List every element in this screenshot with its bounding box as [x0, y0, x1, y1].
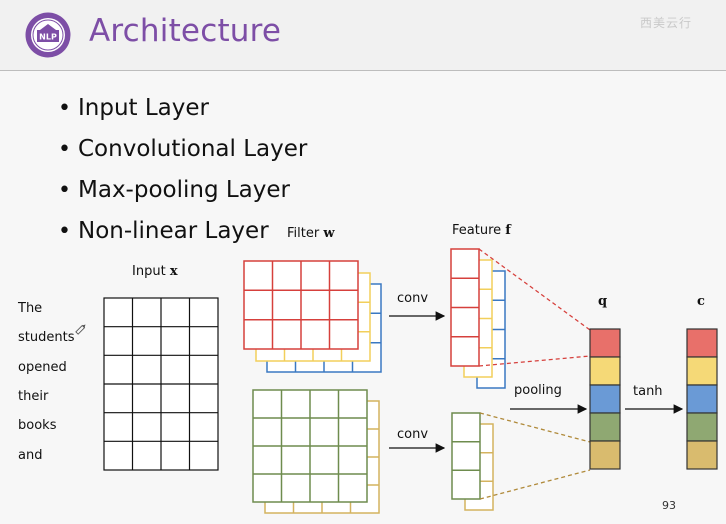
svg-text:NLP: NLP: [39, 33, 57, 42]
input-label: Input x: [132, 264, 178, 279]
filter-symbol: w: [323, 226, 335, 241]
q-symbol: q: [598, 294, 608, 309]
word-opened: opened: [18, 360, 67, 375]
feature-stack-top: [450, 248, 506, 389]
c-symbol: c: [697, 294, 705, 309]
q-cell-red: [589, 328, 621, 358]
word-their: their: [18, 389, 49, 404]
q-cell-blue: [589, 384, 621, 414]
q-cell-green: [589, 412, 621, 442]
pooling-label: pooling: [514, 383, 562, 398]
feature-symbol: f: [505, 223, 511, 238]
conv-label-bottom: conv: [397, 427, 429, 442]
input-matrix: [103, 297, 219, 471]
tanh-label: tanh: [633, 384, 663, 399]
c-label: c: [697, 294, 705, 309]
bullet-max-pooling-layer: Max-pooling Layer: [58, 170, 307, 211]
c-cell-tan: [686, 440, 718, 470]
bullet-non-linear-layer: Non-linear Layer: [58, 211, 307, 252]
bullet-convolutional-layer: Convolutional Layer: [58, 129, 307, 170]
q-vector: [589, 328, 621, 470]
word-the: The: [18, 301, 43, 316]
slide-title: Architecture: [89, 13, 282, 49]
pooling-connector-lines: [478, 248, 591, 500]
c-vector: [686, 328, 718, 470]
feature-label-text: Feature: [452, 223, 502, 238]
word-students: students: [18, 330, 75, 345]
filter-green-layer: [252, 389, 368, 503]
filter-label-text: Filter: [287, 226, 320, 241]
bullet-input-layer: Input Layer: [58, 88, 307, 129]
filter-red-layer: [243, 260, 359, 350]
c-cell-red: [686, 328, 718, 358]
q-label: q: [598, 294, 607, 309]
pen-icon: [75, 324, 86, 335]
feature-stack-bottom: [451, 412, 494, 511]
feature-red-layer: [450, 248, 480, 367]
q-cell-tan: [589, 440, 621, 470]
page-number: 93: [662, 499, 676, 512]
bullet-list: Input Layer Convolutional Layer Max-pool…: [58, 88, 307, 252]
input-symbol: x: [169, 264, 178, 279]
filter-label: Filter w: [287, 226, 335, 241]
nlp-logo-icon: NLP: [25, 12, 71, 58]
header-band: [0, 0, 726, 71]
filter-stack-bottom: [252, 389, 380, 514]
feature-label: Feature f: [452, 223, 511, 238]
word-books: books: [18, 418, 57, 433]
filter-stack-top: [243, 260, 382, 373]
input-label-text: Input: [132, 264, 166, 279]
feature-green-layer: [451, 412, 481, 500]
c-cell-green: [686, 412, 718, 442]
c-cell-yellow: [686, 356, 718, 386]
conv-label-top: conv: [397, 291, 429, 306]
q-cell-yellow: [589, 356, 621, 386]
watermark: 西美云行: [640, 16, 693, 30]
word-and: and: [18, 448, 43, 463]
c-cell-blue: [686, 384, 718, 414]
